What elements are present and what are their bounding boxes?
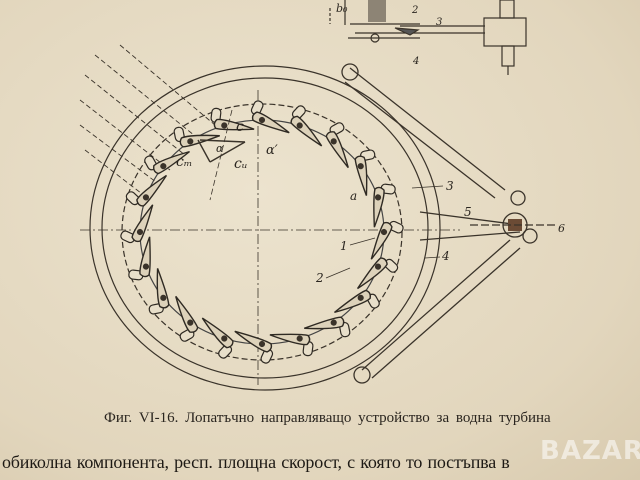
guide-vane xyxy=(373,183,396,228)
label-4: 4 xyxy=(441,249,450,263)
top-section-detail xyxy=(329,0,527,75)
pivot-bottom xyxy=(353,366,371,384)
guide-vane xyxy=(144,150,190,175)
guide-vane xyxy=(125,174,168,207)
label-1: 1 xyxy=(340,239,348,253)
guide-vane-diagram: b₀ 2 3 4 c α cₘ cᵤ α′ a 3 5 6 1 2 4 xyxy=(79,0,565,391)
guide-vane xyxy=(201,317,234,359)
label-alpha-prime: α′ xyxy=(266,143,278,158)
pitch-circle xyxy=(121,103,403,361)
pivot-top xyxy=(341,63,359,81)
label-cu: cᵤ xyxy=(234,156,247,172)
guide-vane xyxy=(269,333,314,357)
label-b0: b₀ xyxy=(336,2,348,15)
guide-vane xyxy=(128,236,151,281)
watermark-logo: BAZAR xyxy=(540,436,640,466)
label-6: 6 xyxy=(558,222,565,235)
linkage xyxy=(341,63,555,384)
velocity-triangle xyxy=(197,109,246,201)
label-3: 3 xyxy=(446,179,454,193)
guide-vane xyxy=(325,122,349,169)
guide-vane xyxy=(148,268,170,315)
guide-vane xyxy=(370,220,404,260)
guide-vane xyxy=(334,289,380,314)
outer-ring xyxy=(89,65,441,391)
label-5: 5 xyxy=(464,205,472,219)
label-a: a xyxy=(350,189,357,203)
guide-vane xyxy=(210,107,255,131)
guide-vane xyxy=(175,295,199,342)
body-text-line: обиколна компонента, респ. площна скорос… xyxy=(2,452,510,472)
label-2: 2 xyxy=(315,271,324,285)
regulating-ring xyxy=(101,77,429,379)
guide-vane xyxy=(120,204,154,244)
label-c: c xyxy=(236,119,244,135)
guide-vane xyxy=(354,149,376,196)
guide-vane xyxy=(250,100,290,134)
guide-vanes xyxy=(120,100,404,364)
guide-vane xyxy=(234,330,274,364)
guide-vane xyxy=(356,257,399,290)
label-alpha: α xyxy=(216,142,224,155)
guide-vane xyxy=(290,105,323,147)
guide-vane xyxy=(304,316,351,338)
figure-caption: Фиг. VI-16. Лопатъчно направляващо устро… xyxy=(104,410,551,426)
label-top-4: 4 xyxy=(412,56,419,67)
label-top-2: 2 xyxy=(411,5,418,16)
flow-lines xyxy=(79,44,216,201)
label-cm: cₘ xyxy=(176,154,192,170)
guide-vane xyxy=(173,126,220,148)
label-top-3: 3 xyxy=(436,17,442,28)
